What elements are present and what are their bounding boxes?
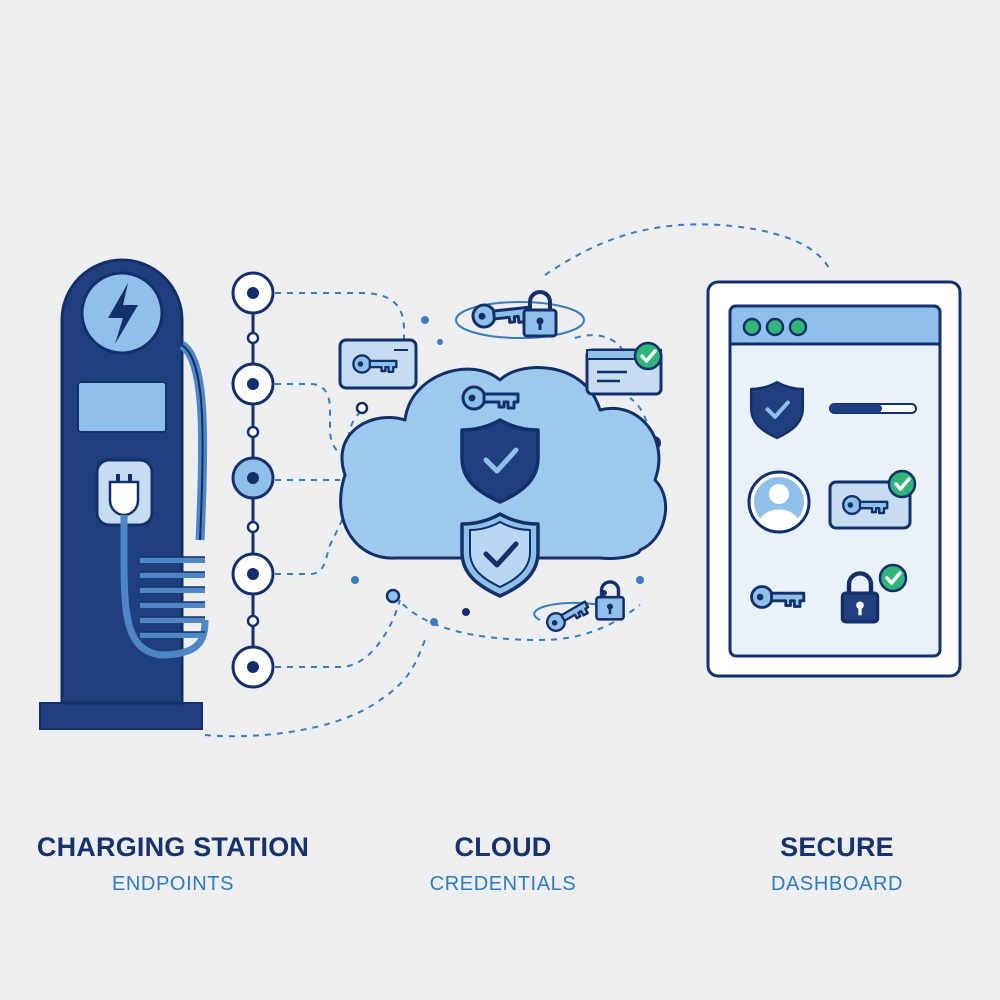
shield-check-icon [460, 512, 540, 598]
padlock-icon [840, 571, 880, 624]
endpoint-node [231, 645, 275, 689]
id-card-icon [585, 341, 663, 396]
caption-subtitle: CREDENTIALS [429, 873, 577, 895]
window-controls [742, 317, 808, 337]
check-badge-icon [633, 341, 663, 371]
caption-cloud: CLOUD CREDENTIALS [343, 832, 663, 896]
caption-title: CHARGING STATION [36, 832, 310, 862]
caption-subtitle: ENDPOINTS [111, 873, 235, 895]
endpoint-nodes [231, 271, 275, 689]
caption-subtitle: DASHBOARD [770, 873, 904, 895]
endpoint-node [231, 271, 275, 315]
charging-station [39, 258, 209, 730]
key-card-icon [338, 338, 418, 390]
check-badge-icon [878, 563, 908, 593]
cloud [339, 366, 668, 598]
secure-dashboard [706, 280, 962, 678]
user-avatar-icon [747, 470, 811, 534]
key-lock-icon [533, 580, 626, 636]
caption-secure-dashboard: SECURE DASHBOARD [677, 832, 997, 896]
caption-title: CLOUD [454, 832, 552, 862]
endpoint-node [231, 552, 275, 596]
endpoint-node [231, 456, 275, 500]
key-lock-icon [455, 290, 585, 339]
check-badge-icon [887, 469, 917, 499]
shield-check-icon [749, 380, 805, 440]
shield-check-icon [460, 418, 540, 504]
caption-title: SECURE [780, 832, 894, 862]
caption-charging-station: CHARGING STATION ENDPOINTS [13, 832, 333, 896]
endpoint-node [231, 362, 275, 406]
